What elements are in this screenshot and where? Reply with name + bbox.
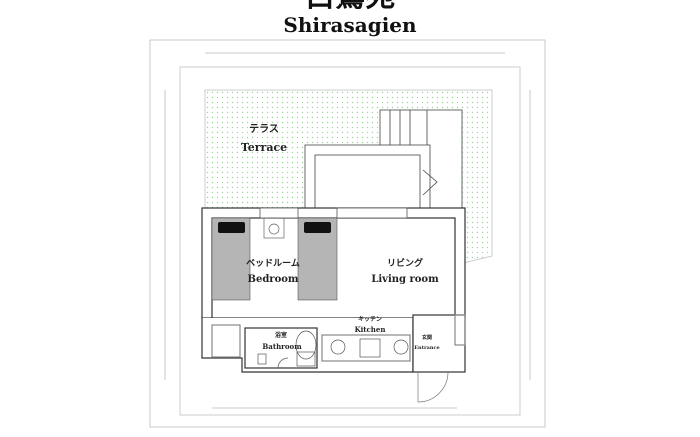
kitchen-fixtures — [330, 338, 409, 358]
entrance-door — [417, 371, 449, 403]
bed-right — [297, 217, 338, 301]
bedroom-label-jp: ベッドルーム — [246, 258, 300, 269]
kitchen-label-en: Kitchen — [355, 325, 386, 334]
entrance-label-en: Entrance — [414, 345, 440, 351]
window-gaps — [259, 207, 408, 219]
title-english: Shirasagien — [283, 13, 417, 37]
sink-icon — [263, 217, 285, 239]
dimension-lines — [149, 39, 546, 428]
bathroom-label-jp: 浴室 — [275, 331, 287, 339]
living-label-jp: リビング — [387, 257, 423, 269]
bathroom-label-en: Bathroom — [262, 342, 302, 351]
site-boundary — [179, 66, 521, 416]
raised-deck — [304, 144, 438, 209]
living-label-en: Living room — [371, 274, 439, 285]
bathroom-fixtures — [257, 330, 317, 369]
entrance-label-jp: 玄関 — [422, 334, 432, 341]
title-japanese: 白鷺苑 — [0, 0, 700, 12]
kitchen-label-jp: キッチン — [358, 316, 382, 323]
terrace-label-en: Terrace — [241, 141, 287, 154]
terrace-label-jp: テラス — [249, 123, 279, 135]
bedroom-label-en: Bedroom — [248, 274, 299, 285]
bed-left — [211, 217, 251, 301]
